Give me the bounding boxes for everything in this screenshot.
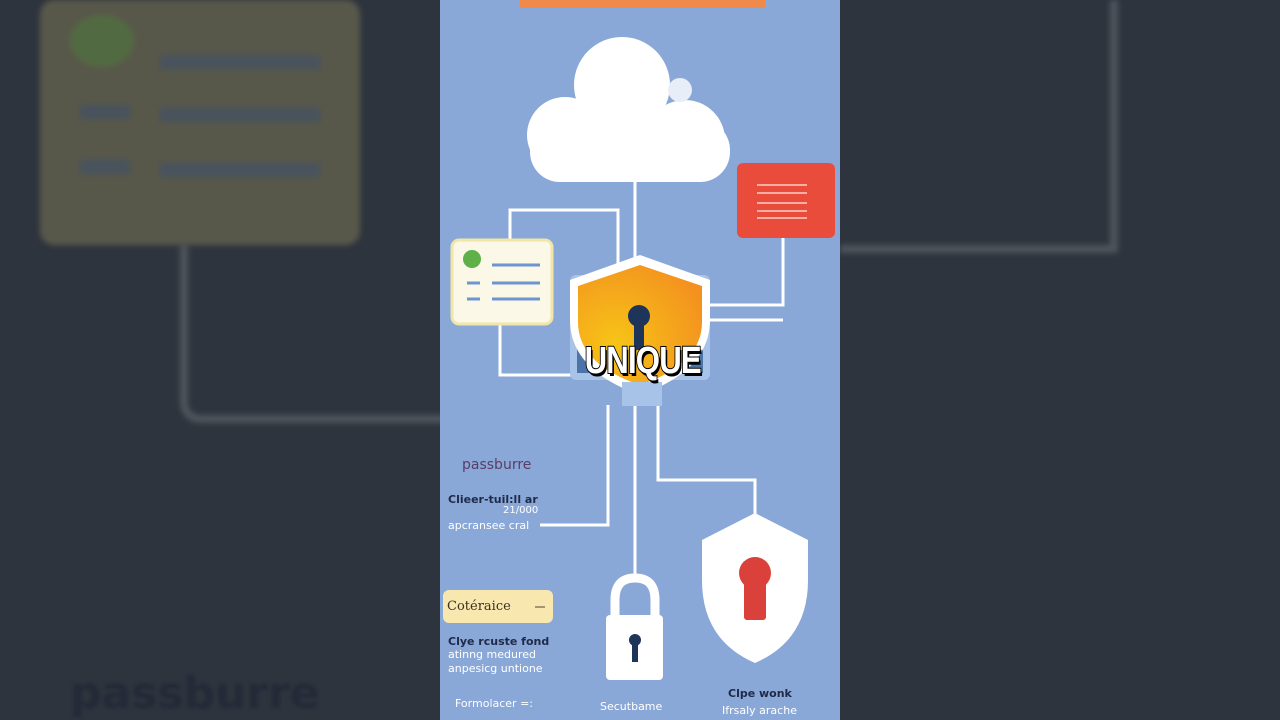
bottom-left-label: Formolacer =: <box>455 697 533 710</box>
infographic-panel: passburre Clieer-tuil:ll ar 21/000 apcra… <box>440 0 840 720</box>
blurred-line <box>160 55 320 69</box>
bottom-right-label: Clpe wonk <box>728 687 792 700</box>
note-box <box>443 590 553 623</box>
left-text-line: anpesicg untione <box>448 662 543 675</box>
connector-lines <box>498 180 785 575</box>
left-text-line: Clye rcuste fond <box>448 635 550 648</box>
infographic-graphics <box>443 0 835 680</box>
shield-keyhole-icon <box>702 513 808 663</box>
left-text-line: Clieer-tuil:ll ar <box>448 493 538 506</box>
left-text-line: 21/000 <box>503 505 539 516</box>
bottom-center-label: Secutbame <box>600 700 663 713</box>
blurred-passburre-text: passburre <box>70 668 320 719</box>
left-text-line: atinng medured <box>448 648 536 661</box>
blurred-connector <box>180 245 448 423</box>
top-orange-bar <box>520 0 765 8</box>
note-box-label: Cotéraice <box>447 599 511 614</box>
alert-card-icon <box>737 163 835 238</box>
blurred-line <box>160 163 320 177</box>
shield-lock-icon <box>570 255 710 406</box>
checklist-card-icon <box>450 238 554 326</box>
passburre-label: passburre <box>462 457 532 473</box>
padlock-icon <box>606 573 663 680</box>
video-caption: UNIQUE <box>584 339 703 383</box>
blurred-line <box>80 105 130 119</box>
left-text-line: apcransee cral <box>448 519 530 532</box>
blurred-connector <box>840 0 1118 253</box>
blurred-badge <box>70 15 134 67</box>
cloud-icon <box>527 37 730 182</box>
blurred-line <box>80 160 130 174</box>
blurred-line <box>160 108 320 122</box>
bottom-right-label: Ifrsaly arache <box>722 704 797 717</box>
